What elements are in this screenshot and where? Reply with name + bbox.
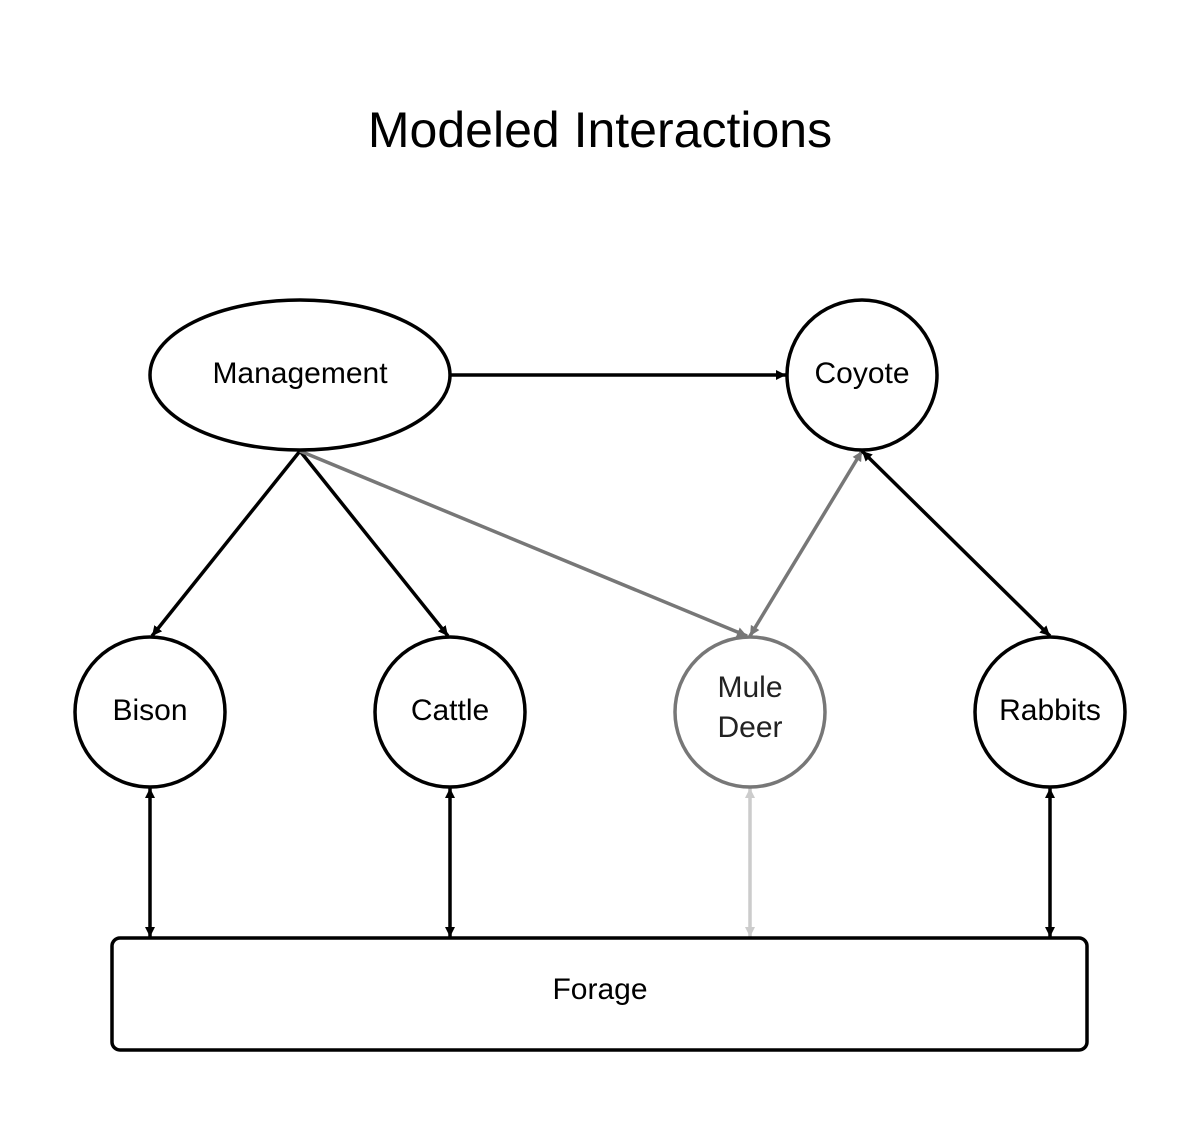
mule-deer-label-line1: Mule [717, 671, 782, 704]
management-ellipse [148, 298, 452, 452]
node-bison: Bison [73, 635, 227, 789]
node-cattle: Cattle [373, 635, 527, 789]
edge-management-bison [150, 449, 302, 638]
edge-management-cattle [298, 449, 450, 638]
edges [145, 370, 1055, 937]
coyote-label: Coyote [814, 357, 909, 390]
edge-management-mule-deer [299, 449, 748, 638]
node-mule-deer: Mule Deer [673, 635, 827, 789]
bison-label: Bison [112, 694, 187, 727]
cattle-circle [373, 635, 527, 789]
mule-deer-label-line2: Deer [717, 711, 782, 744]
coyote-circle [785, 298, 939, 452]
diagram-title: Modeled Interactions [368, 102, 832, 158]
node-management: Management [148, 298, 452, 452]
forage-box [110, 936, 1089, 1052]
node-coyote: Coyote [785, 298, 939, 452]
forage-label: Forage [552, 973, 647, 1006]
node-rabbits: Rabbits [973, 635, 1127, 789]
edge-coyote-rabbits [860, 449, 1052, 638]
edge-coyote-mule-deer [748, 450, 864, 637]
cattle-label: Cattle [411, 694, 489, 727]
node-forage: Forage [110, 936, 1089, 1052]
rabbits-circle [973, 635, 1127, 789]
bison-circle [73, 635, 227, 789]
mule-deer-circle [673, 635, 827, 789]
management-label: Management [212, 357, 388, 390]
rabbits-label: Rabbits [999, 694, 1101, 727]
